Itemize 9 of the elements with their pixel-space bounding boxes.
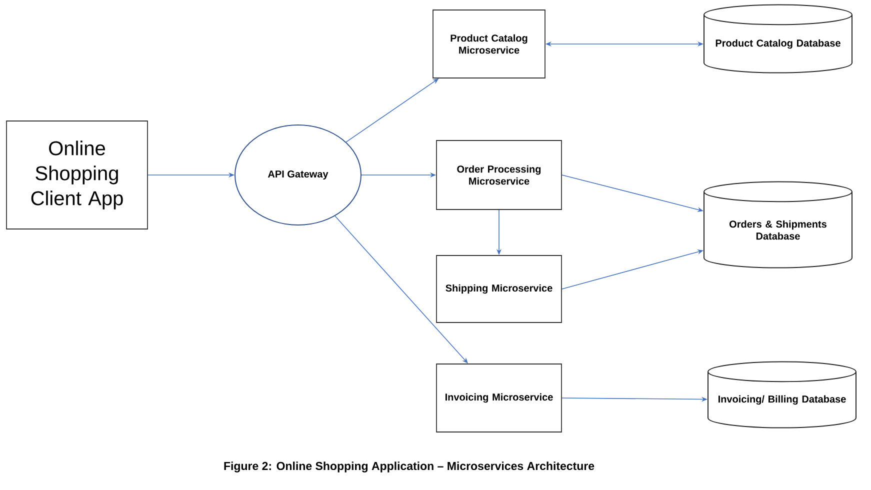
database-cylinder: Product Catalog Database bbox=[704, 4, 852, 74]
caption: Figure 2: Online Shopping Application – Microservices Architecture bbox=[224, 462, 594, 472]
service-box: Shipping Microservice bbox=[436, 255, 562, 323]
database-cylinder: Invoicing/ Billing Database bbox=[708, 361, 856, 428]
application-box: Online Shopping Client App bbox=[6, 120, 148, 230]
service-box: Invoicing Microservice bbox=[436, 364, 562, 432]
service-box: Order Processing Microservice bbox=[436, 140, 562, 210]
service-box: Product Catalog Microservice bbox=[432, 10, 546, 78]
database-cylinder: Orders & Shipments Database bbox=[704, 181, 852, 268]
